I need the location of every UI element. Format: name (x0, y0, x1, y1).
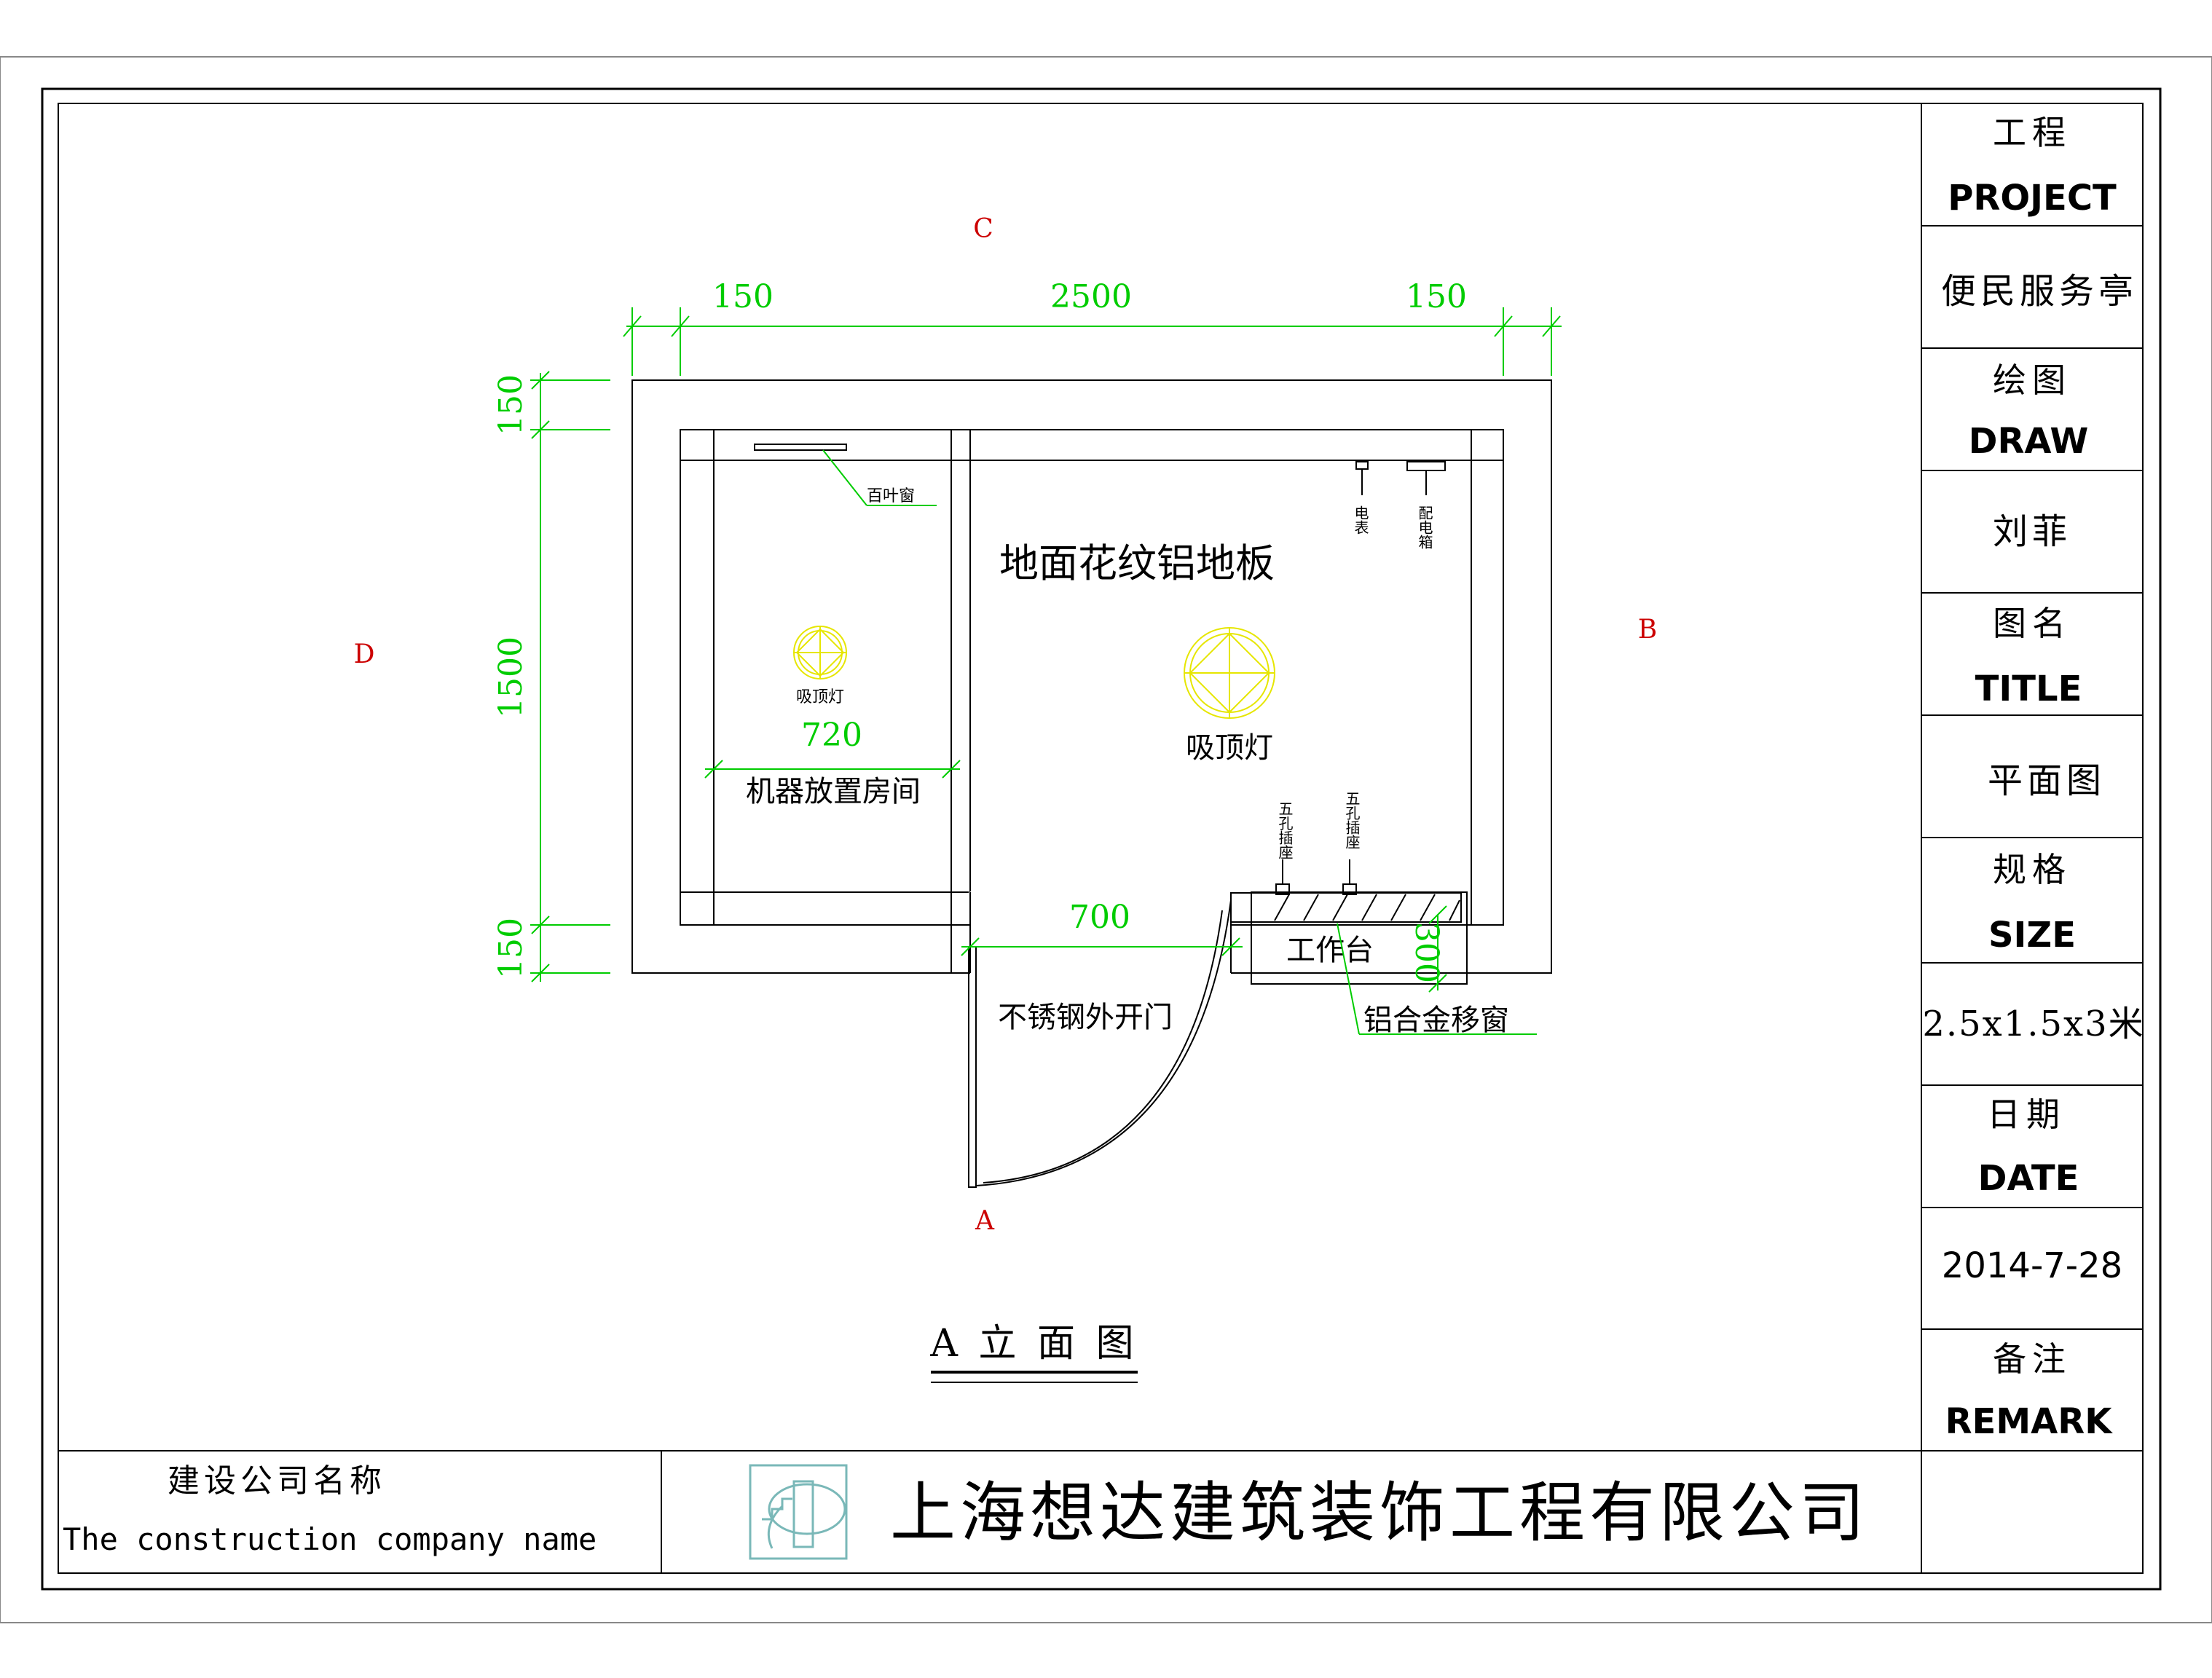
louver-window-label: 百叶窗 (867, 487, 915, 505)
top-dimension (623, 307, 1562, 376)
door-width: 700 (1069, 899, 1130, 936)
company-name: 上海想达建筑装饰工程有限公司 (890, 1475, 1869, 1551)
ceiling-light-small (793, 626, 847, 680)
date-en-label: DATE (1978, 1158, 2079, 1199)
floor-label: 地面花纹铝地板 (999, 540, 1275, 586)
meter-label: 电表 (1352, 505, 1369, 535)
view-ref-left: D (354, 639, 375, 669)
title-zh-label: 图名 (1993, 604, 2071, 643)
door-label: 不锈钢外开门 (998, 1001, 1173, 1034)
footer-strip (58, 1450, 1921, 1573)
project-value: 便民服务亭 (1941, 271, 2138, 312)
left-dim-bottom: 150 (492, 918, 530, 979)
machine-room-dimension (704, 760, 961, 779)
title-en-label: TITLE (1975, 669, 2082, 709)
counter-depth: 300 (1408, 922, 1445, 983)
sliding-window-leader (1337, 923, 1537, 1035)
door-opening (970, 891, 1231, 974)
drawing-title: A 立 面 图 (929, 1322, 1138, 1366)
size-en-label: SIZE (1988, 915, 2076, 956)
louver-window (754, 444, 847, 451)
machine-room-label: 机器放置房间 (746, 775, 921, 808)
draw-zh-label: 绘图 (1993, 361, 2071, 400)
company-label-en: The construction company name (63, 1521, 597, 1557)
ceiling-light-main (1184, 627, 1275, 719)
booth-walls (631, 379, 1552, 974)
date-zh-label: 日期 (1987, 1095, 2066, 1134)
top-dim-right: 150 (1406, 278, 1467, 315)
ceiling-light-main-label: 吸顶灯 (1186, 731, 1273, 765)
remark-zh-label: 备注 (1993, 1339, 2071, 1379)
view-ref-right: B (1638, 615, 1657, 645)
top-dim-left: 150 (712, 278, 774, 315)
draw-value: 刘菲 (1993, 511, 2071, 552)
view-ref-bottom: A (975, 1206, 995, 1236)
meter-box (1355, 461, 1446, 495)
top-dim-middle: 2500 (1050, 278, 1132, 315)
ceiling-light-small-label: 吸顶灯 (796, 688, 844, 706)
socket-1-label: 五孔插座 (1276, 801, 1294, 859)
left-dim-top: 150 (492, 374, 530, 436)
date-value: 2014-7-28 (1942, 1245, 2122, 1286)
louver-leader (822, 449, 937, 506)
left-dimension (530, 371, 610, 982)
project-en-label: PROJECT (1948, 178, 2117, 218)
title-block (1921, 103, 2143, 1573)
socket-2-label: 五孔插座 (1343, 791, 1361, 849)
left-dim-middle: 1500 (492, 637, 530, 718)
draw-en-label: DRAW (1969, 421, 2089, 462)
counter-dimension (1428, 905, 1447, 993)
company-logo (749, 1464, 848, 1560)
view-ref-top: C (973, 214, 993, 244)
distribution-box-label: 配电箱 (1416, 505, 1433, 549)
project-zh-label: 工程 (1993, 113, 2071, 152)
remark-en-label: REMARK (1945, 1401, 2114, 1442)
size-value: 2.5x1.5x3米 (1922, 1004, 2144, 1044)
sliding-window-label: 铝合金移窗 (1363, 1004, 1509, 1037)
machine-room-width: 720 (801, 717, 862, 754)
workbench (1230, 859, 1468, 985)
door-dimension (961, 937, 1243, 956)
title-value: 平面图 (1988, 760, 2106, 801)
company-label-zh: 建设公司名称 (168, 1462, 386, 1500)
outer-border (0, 56, 2212, 1623)
workbench-label: 工作台 (1286, 934, 1374, 967)
sheet-border (41, 87, 2162, 1591)
size-zh-label: 规格 (1993, 850, 2071, 889)
